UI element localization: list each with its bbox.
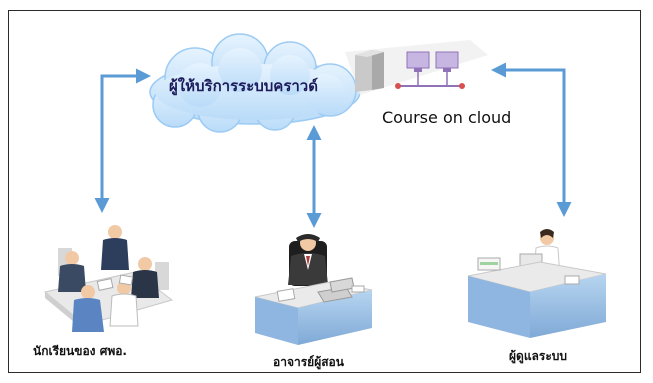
admin-desk-illustration xyxy=(467,229,607,338)
flow-arrows xyxy=(94,62,572,228)
cloud-icon xyxy=(149,33,361,133)
arrow-cloud-students xyxy=(94,68,151,213)
teacher-label: อาจารย์ผู้สอน xyxy=(273,355,344,369)
network-computers-icon xyxy=(345,40,488,95)
students-meeting-illustration xyxy=(43,225,174,332)
arrow-course-admin xyxy=(491,62,572,217)
teacher-desk-illustration xyxy=(254,234,373,345)
students-label: นักเรียนของ ศพอ. xyxy=(33,344,127,358)
course-on-cloud-label: Course on cloud xyxy=(382,108,512,127)
cloud-provider-label: ผู้ให้บริการระบบคราวด์ xyxy=(169,77,318,95)
admin-label: ผู้ดูแลระบบ xyxy=(509,349,568,363)
